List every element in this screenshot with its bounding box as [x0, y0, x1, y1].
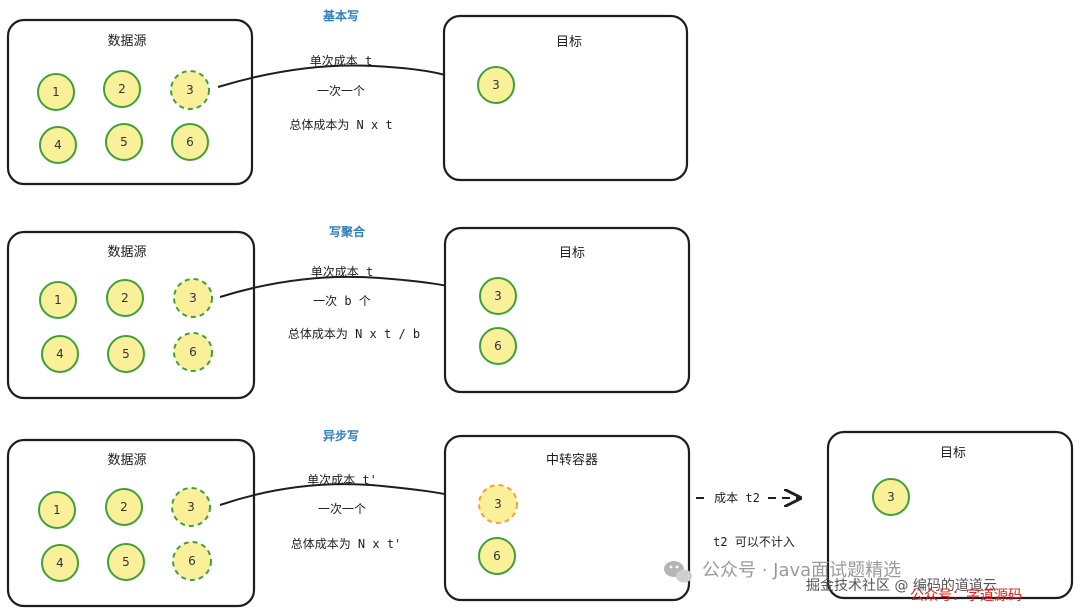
node-label: 3	[494, 289, 502, 303]
node-label: 6	[189, 345, 197, 359]
node-label: 5	[122, 347, 130, 361]
node-3	[170, 70, 210, 110]
node-label: 1	[52, 85, 60, 99]
node-label: 3	[492, 78, 500, 92]
node-label: 3	[186, 83, 194, 97]
source-nodes: 1 2 3 4 5 6	[39, 278, 213, 373]
node-label: 5	[120, 135, 128, 149]
cost-per-write: 单次成本 t'	[307, 473, 377, 487]
node-4	[39, 126, 77, 164]
cost-per-write: 单次成本 t	[311, 265, 373, 279]
node-label: 3	[187, 500, 195, 514]
node-1	[37, 73, 75, 111]
node-3	[171, 487, 211, 527]
node-label: 1	[54, 293, 62, 307]
source-nodes: 1 2 3 4 5 6	[38, 487, 212, 582]
node-4	[41, 544, 79, 582]
node-label: 1	[53, 503, 61, 517]
total-cost: 总体成本为 N x t / b	[288, 327, 420, 341]
target-box	[442, 14, 689, 182]
target-title: 目标	[940, 446, 966, 461]
node-5	[107, 543, 145, 581]
row-async-write: 异步写 数据源 1 2 3 4 5 6 单次成本 t' 一次一个 总体成本为 N…	[6, 428, 1074, 608]
node-label: 6	[186, 135, 194, 149]
batch-size: 一次 b 个	[313, 294, 371, 308]
node-label: 2	[118, 82, 126, 96]
watermark-site: 掘金技术社区 @ 编码的道道云	[806, 578, 997, 594]
node-label: 6	[494, 339, 502, 353]
batch-size: 一次一个	[317, 84, 365, 98]
row-write-aggregation: 写聚合 数据源 1 2 3 4 5 6 单次成本 t 一次 b 个 总体成本为 …	[6, 224, 691, 400]
node-label: 4	[56, 347, 64, 361]
target-title: 目标	[556, 35, 582, 50]
node-label: 3	[887, 490, 895, 504]
target-title: 目标	[559, 246, 585, 261]
relay-title: 中转容器	[546, 452, 598, 468]
node-2	[106, 279, 144, 317]
batch-size: 一次一个	[318, 502, 366, 516]
node-label: 6	[188, 554, 196, 568]
row-basic-write: 基本写 数据源 1 2 3 4 5 6 单次成本 t 一次一个 总体成本为 N …	[6, 8, 689, 186]
watermark-red: 公众号：字道源码	[910, 588, 1022, 604]
node-label: 3	[189, 291, 197, 305]
node-3	[173, 278, 213, 318]
relay-cost-note: t2 可以不计入	[713, 535, 795, 549]
node-label: 2	[121, 291, 129, 305]
row-heading: 写聚合	[329, 224, 366, 239]
relay-cost: 成本 t2	[714, 491, 760, 505]
node-label: 6	[493, 549, 501, 563]
node-1	[38, 491, 76, 529]
watermark: 公众号 · Java面试题精选 掘金技术社区 @ 编码的道道云 公众号：字道源码	[664, 560, 1022, 604]
source-title: 数据源	[107, 453, 146, 468]
row-heading: 基本写	[322, 8, 359, 23]
node-6	[173, 332, 213, 372]
node-label: 4	[56, 556, 64, 570]
total-cost: 总体成本为 N x t	[289, 118, 392, 132]
node-2	[105, 488, 143, 526]
cost-per-write: 单次成本 t	[310, 54, 372, 68]
node-2	[103, 70, 141, 108]
node-label: 3	[494, 497, 502, 511]
node-5	[107, 335, 145, 373]
node-label: 2	[120, 500, 128, 514]
node-6	[172, 541, 212, 581]
source-title: 数据源	[107, 245, 146, 260]
watermark-wechat: 公众号 · Java面试题精选	[702, 560, 901, 581]
target-node-3	[479, 277, 517, 315]
target-box	[826, 430, 1074, 600]
row-heading: 异步写	[323, 428, 359, 443]
node-1	[39, 281, 77, 319]
node-4	[41, 335, 79, 373]
wechat-icon	[664, 561, 692, 583]
total-cost: 总体成本为 N x t'	[291, 537, 402, 551]
node-6	[171, 123, 209, 161]
target-node-3	[477, 66, 515, 104]
node-label: 4	[54, 138, 62, 152]
target-node-3	[872, 478, 910, 516]
source-title: 数据源	[107, 34, 146, 49]
relay-node-6	[478, 537, 516, 575]
relay-node-3	[478, 484, 518, 524]
node-5	[105, 123, 143, 161]
target-node-6	[479, 327, 517, 365]
node-label: 5	[122, 555, 130, 569]
source-nodes: 1 2 3 4 5 6	[37, 70, 210, 164]
